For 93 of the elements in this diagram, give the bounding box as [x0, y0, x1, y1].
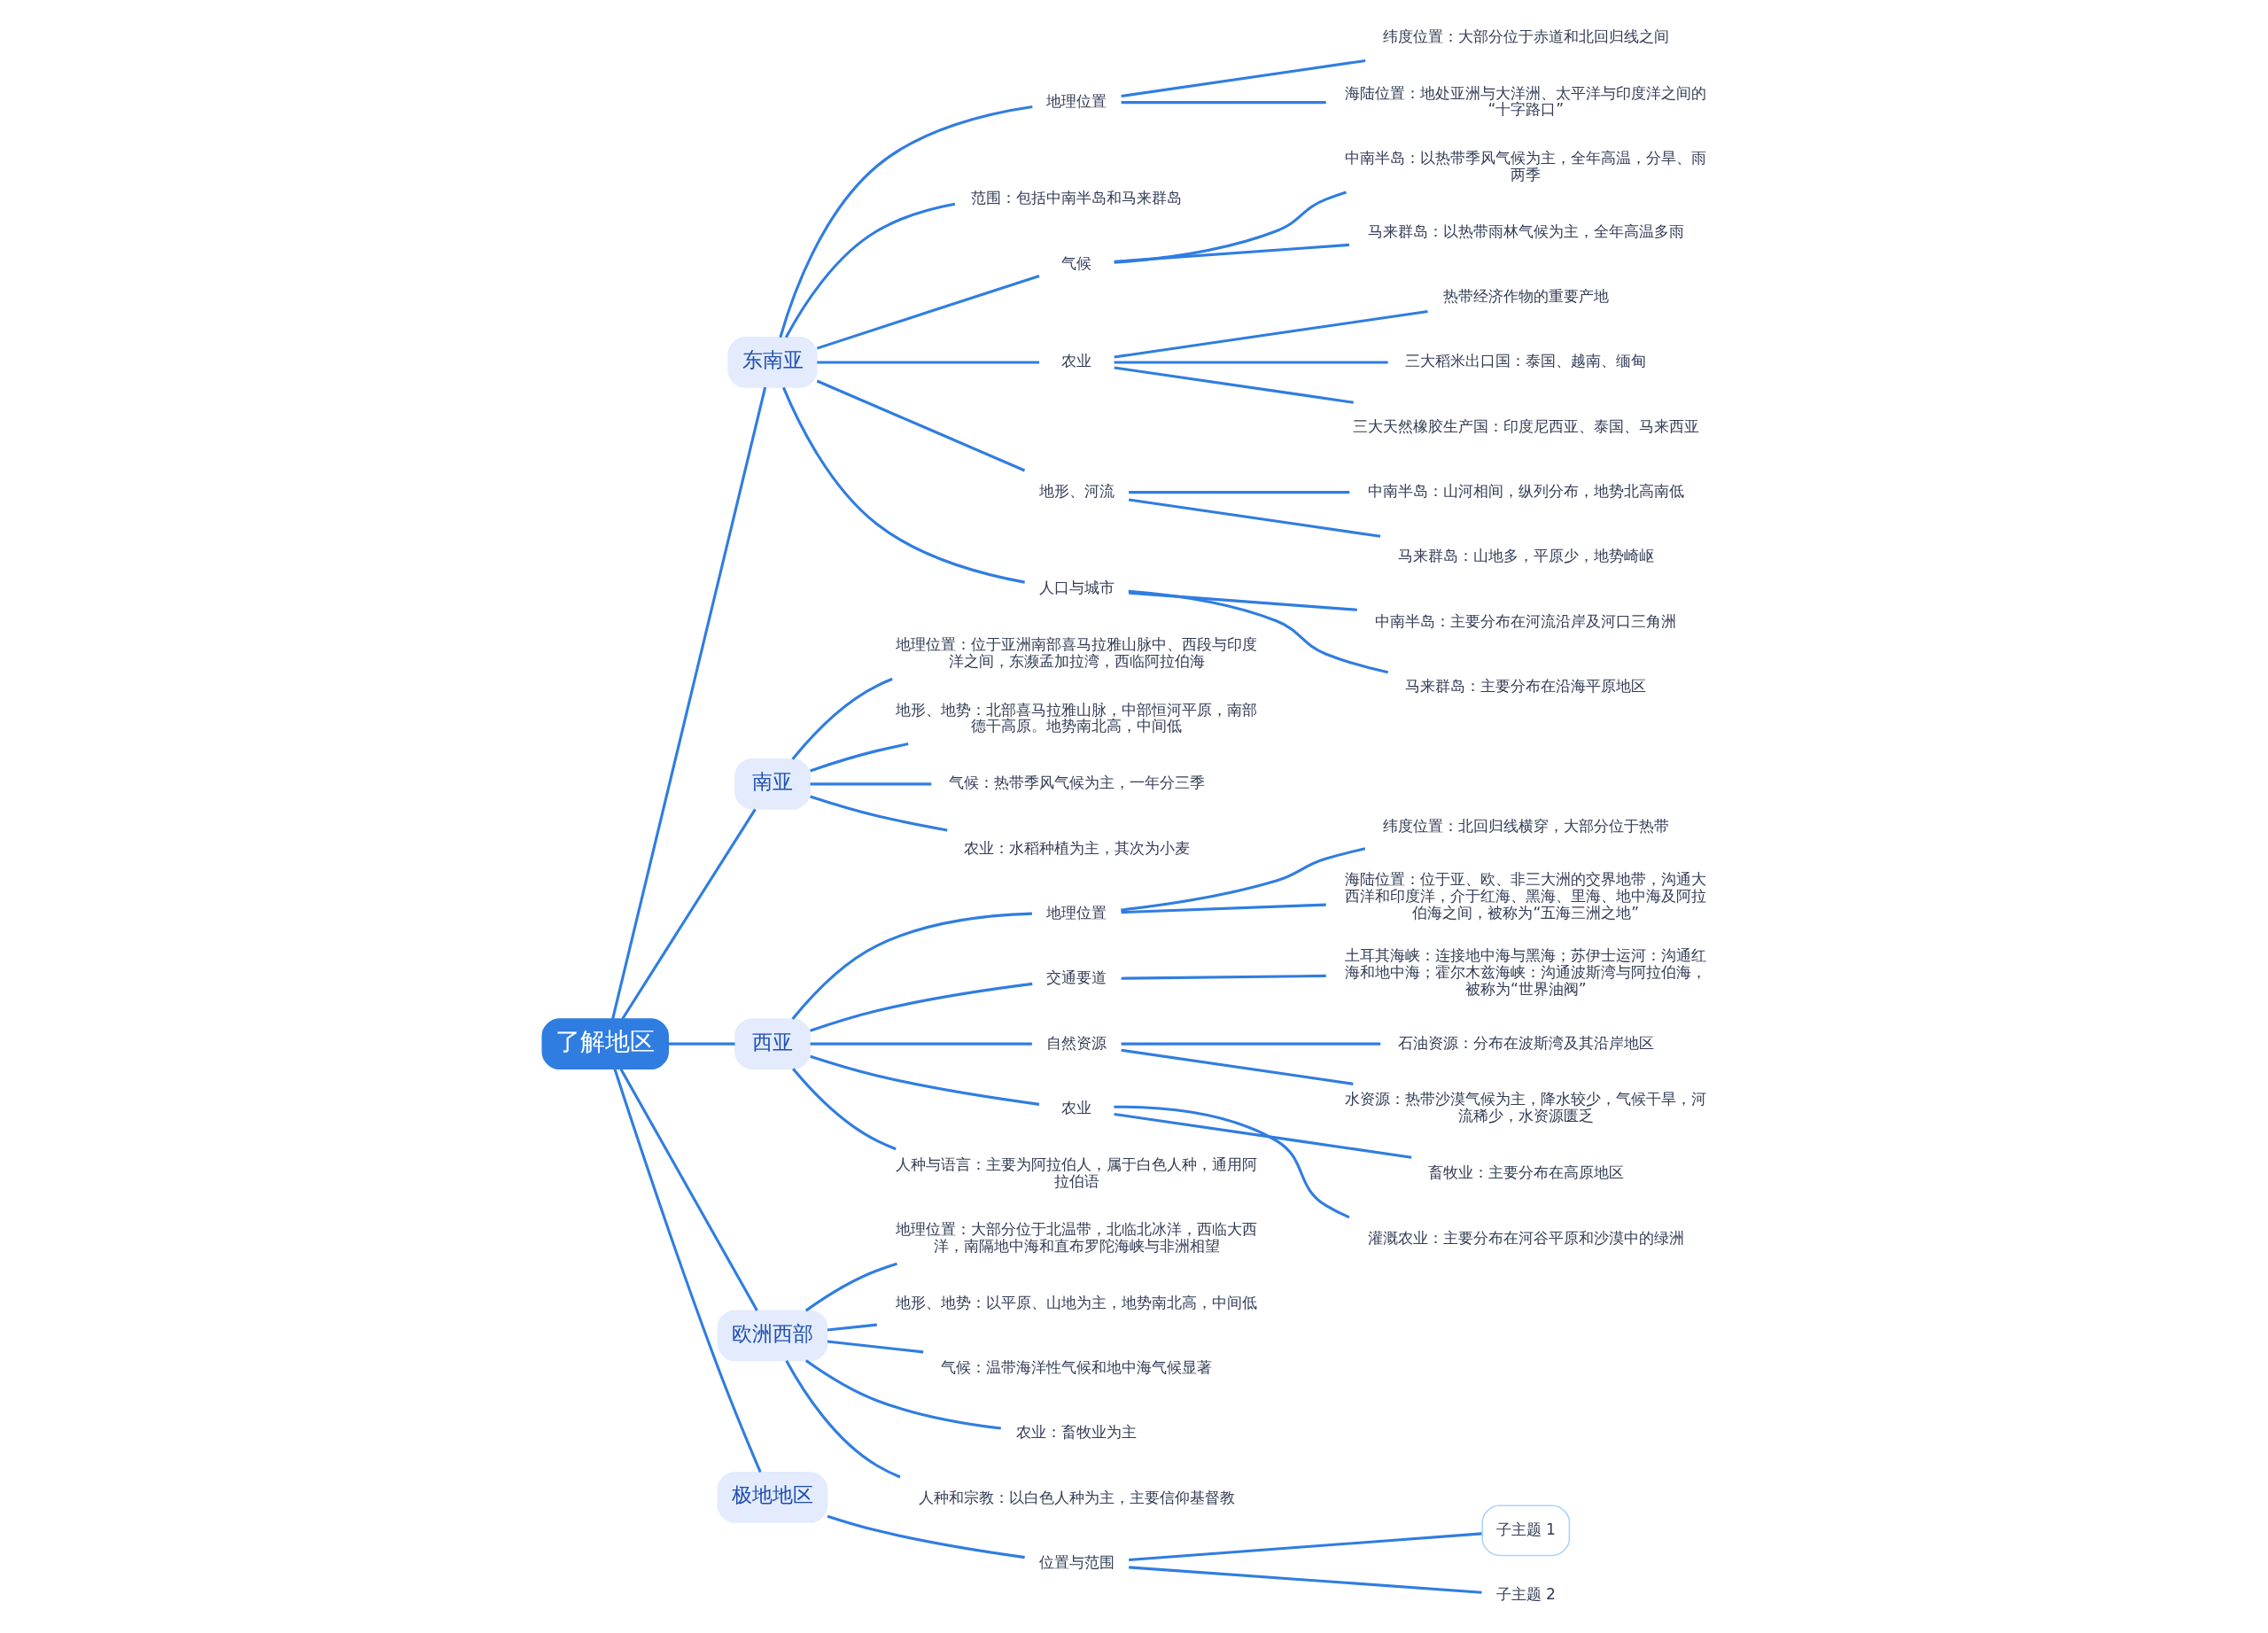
node-text: 中南半岛：山河相间，纵列分布，地势北高南低: [1367, 482, 1684, 501]
connector: [1121, 1042, 1381, 1046]
connector: [781, 386, 1025, 584]
connector: [1121, 101, 1326, 105]
node-text: 灌溉农业：主要分布在河谷平原和沙漠中的绿洲: [1367, 1228, 1684, 1247]
connector: [1121, 58, 1366, 98]
node-text: 农业: [1061, 352, 1092, 370]
connector: [668, 1042, 735, 1046]
connector: [613, 1068, 762, 1474]
connector: [1121, 903, 1326, 914]
node-text: 地理位置: [1046, 903, 1107, 921]
connector: [810, 795, 948, 832]
node-text: 交通要道: [1046, 968, 1107, 987]
connector: [804, 1359, 1001, 1430]
connector: [1128, 498, 1381, 538]
node-text: 地理位置：位于亚洲南部喜马拉雅山脉中、西段与印度洋之间，东濒孟加拉湾，西临阿拉伯海: [896, 635, 1258, 670]
node-text: 子主题 2: [1495, 1585, 1556, 1604]
node-box: 东南亚: [727, 337, 818, 388]
node-text: 土耳其海峡：连接地中海与黑海；苏伊士运河：沟通红海和地中海；霍尔木兹海峡：沟通波斯湾与阿拉伯海，被称为“世界油阀”: [1345, 946, 1707, 998]
node-text: 人种和宗教：以白色人种为主，主要信仰基督教: [918, 1488, 1235, 1506]
connector: [804, 1262, 897, 1312]
connector: [779, 105, 1033, 338]
node-text: 人种与语言：主要为阿拉伯人，属于白色人种，通用阿拉伯语: [896, 1155, 1258, 1190]
node-text: 中南半岛：以热带季风气候为主，全年高温，分旱、雨两季: [1345, 149, 1707, 183]
connector: [619, 1069, 758, 1311]
connector: [810, 782, 932, 786]
node-text: 中南半岛：主要分布在河流沿岸及河口三角洲: [1375, 611, 1677, 630]
node-text: 纬度位置：大部分位于赤道和北回归线之间: [1382, 27, 1669, 45]
node-text: 地理位置：大部分位于北温带，北临北冰洋，西临大西洋，南隔地中海和直布罗陀海峡与非洲相望: [896, 1220, 1258, 1255]
node-text: 农业：水稻种植为主，其次为小麦: [963, 838, 1190, 857]
node-text: 马来群岛：山地多，平原少，地势崎岖: [1397, 547, 1654, 565]
node-text: 海陆位置：位于亚、欧、非三大洲的交界地带，沟通大西洋和印度洋，介于红海、黑海、里海、地中海及阿拉伯海之间，被称为“五海三洲之地”: [1345, 870, 1707, 921]
node-text: 地形、地势：北部喜马拉雅山脉，中部恒河平原，南部德干高原。地势南北高，中间低: [896, 700, 1258, 735]
connector: [1114, 366, 1354, 404]
node-text: 气候: [1061, 253, 1092, 272]
node-text: 畜牧业：主要分布在高原地区: [1427, 1163, 1624, 1182]
connector: [1129, 491, 1350, 494]
node-text: 范围：包括中南半岛和马来群岛: [971, 189, 1183, 207]
connector: [1129, 1566, 1482, 1594]
connector: [784, 202, 956, 338]
connector: [810, 1042, 1032, 1046]
node-box: 西亚: [734, 1018, 811, 1069]
node-text: 三大天然橡胶生产国：印度尼西亚、泰国、马来西亚: [1352, 416, 1699, 435]
connector: [1114, 361, 1388, 364]
connector: [1129, 591, 1357, 611]
node-text: 热带经济作物的重要产地: [1442, 287, 1609, 306]
node-text: 水资源：热带沙漠气候为主，降水较少，气候干旱，河流稀少，水资源匮乏: [1345, 1090, 1707, 1125]
connector: [1114, 243, 1349, 263]
node-text: 马来群岛：主要分布在沿海平原地区: [1405, 676, 1647, 695]
node-text: 农业: [1061, 1098, 1092, 1116]
node-text: 纬度位置：北回归线横穿，大部分位于热带: [1382, 816, 1669, 835]
node-text: 海陆位置：地处亚洲与大洋洲、太平洋与印度洋之间的“十字路口”: [1345, 83, 1707, 119]
connector: [792, 1068, 897, 1151]
node-box: 欧洲西部: [717, 1310, 828, 1362]
node-text: 地形、地势：以平原、山地为主，地势南北高，中间低: [896, 1293, 1258, 1311]
node-text: 三大稻米出口国：泰国、越南、缅甸: [1405, 352, 1647, 370]
connector: [621, 808, 757, 1020]
connector: [1114, 191, 1347, 264]
node-text: 马来群岛：以热带雨林气候为主，全年高温多雨: [1367, 222, 1684, 240]
connector: [827, 1340, 924, 1354]
node-text: 气候：温带海洋性气候和地中海气候显著: [941, 1358, 1213, 1377]
connector: [1121, 847, 1366, 912]
connector: [611, 386, 767, 1020]
connector: [1114, 310, 1428, 359]
connector: [791, 912, 1032, 1020]
connector: [810, 982, 1033, 1032]
connector: [785, 1360, 901, 1479]
connector: [816, 379, 1026, 472]
node-text: 地理位置: [1046, 92, 1107, 111]
node-text: 地形、河流: [1038, 482, 1115, 501]
node-box: 极地地区: [717, 1472, 828, 1523]
connector: [1121, 1048, 1354, 1085]
connector: [810, 743, 909, 773]
node-box: 了解地区: [541, 1018, 669, 1069]
node-text: 石油资源：分布在波斯湾及其沿岸地区: [1397, 1033, 1654, 1052]
node-box: 子主题 1: [1481, 1505, 1571, 1557]
connector: [1128, 589, 1388, 674]
connector: [791, 677, 893, 760]
node-text: 气候：热带季风气候为主，一年分三季: [948, 774, 1205, 792]
connector: [817, 361, 1040, 364]
connector: [1114, 1112, 1412, 1159]
node-text: 自然资源: [1046, 1033, 1107, 1052]
connector: [827, 1323, 877, 1332]
node-text: 人口与城市: [1038, 579, 1115, 597]
connector: [1114, 1105, 1350, 1219]
connector: [1129, 1532, 1482, 1562]
node-text: 位置与范围: [1038, 1553, 1115, 1572]
node-text: 农业：畜牧业为主: [1016, 1423, 1138, 1442]
connector: [816, 274, 1040, 350]
connector: [1121, 974, 1326, 980]
connector: [827, 1514, 1025, 1559]
connector: [810, 1054, 1040, 1106]
node-box: 南亚: [734, 758, 811, 810]
